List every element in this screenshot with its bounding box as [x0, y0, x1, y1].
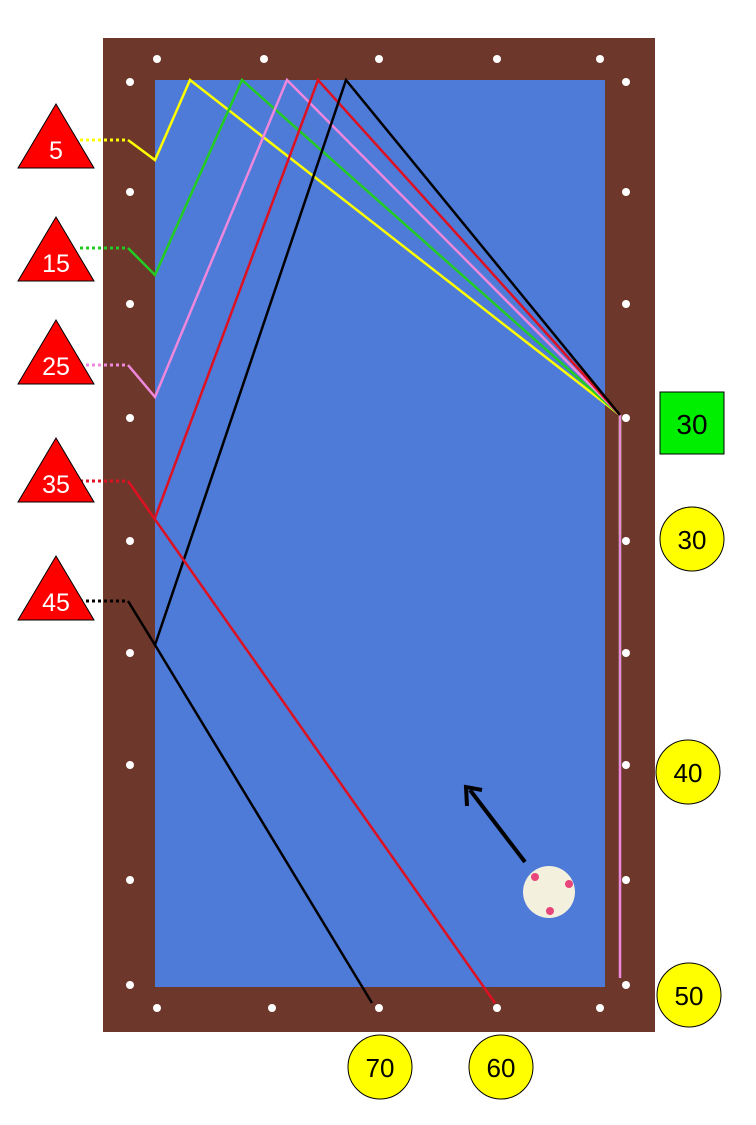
bottom-circle-marker: 60: [468, 1034, 534, 1100]
rail-diamond: [493, 1004, 501, 1012]
path-red: [153, 77, 621, 519]
left-marker-25: 25: [17, 319, 95, 385]
rail-diamond: [260, 55, 268, 63]
rail-diamond: [622, 414, 630, 422]
cue-ball-dot: [531, 873, 539, 881]
rail-diamond: [622, 537, 630, 545]
rail-diamond: [126, 649, 134, 657]
rail-diamond: [126, 414, 134, 422]
rail-diamond: [126, 981, 134, 989]
bottom-circle-marker: 70: [347, 1034, 413, 1100]
cue-ball-dot: [546, 907, 554, 915]
marker-connectors: [80, 138, 128, 603]
left-marker-45: 45: [17, 555, 95, 621]
left-marker-label: 45: [42, 589, 70, 617]
rail-diamond: [622, 78, 630, 86]
bottom-circle-label: 70: [366, 1053, 395, 1083]
rail-diamond: [622, 649, 630, 657]
left-marker-label: 35: [42, 471, 70, 499]
rail-diamond: [153, 1004, 161, 1012]
right-circle-label: 50: [675, 981, 704, 1011]
direction-arrowhead: [463, 784, 483, 807]
table-cloth: [155, 80, 605, 987]
cue-ball-dot: [565, 880, 573, 888]
right-square-marker: 30: [659, 391, 725, 455]
right-square-label: 30: [676, 409, 707, 440]
left-marker-label: 5: [49, 137, 63, 165]
right-circle-marker: 50: [656, 962, 722, 1028]
direction-arrow: [468, 788, 527, 864]
rail-diamond: [375, 1004, 383, 1012]
rail-diamond: [126, 876, 134, 884]
path-pink: [127, 77, 622, 978]
rail-diamond: [596, 55, 604, 63]
left-marker-15: 15: [17, 216, 95, 282]
path-black-return: [153, 644, 374, 1004]
rail-diamond: [126, 300, 134, 308]
path-red-return: [126, 480, 497, 1004]
left-marker-label: 25: [42, 353, 70, 381]
rail-diamond: [375, 55, 383, 63]
bottom-circle-label: 60: [487, 1053, 516, 1083]
rail-diamond: [596, 1004, 604, 1012]
rail-diamonds: [126, 55, 630, 1012]
right-circle-marker: 30: [659, 506, 725, 572]
rail-diamond: [493, 55, 501, 63]
rail-diamond: [622, 876, 630, 884]
right-circle-marker: 40: [655, 739, 721, 805]
path-black: [126, 77, 621, 648]
rail-diamond: [268, 1004, 276, 1012]
rail-diamond: [126, 761, 134, 769]
left-marker-35: 35: [17, 437, 95, 503]
rail-diamond: [622, 981, 630, 989]
rail-diamond: [126, 78, 134, 86]
rail-diamond: [126, 188, 134, 196]
rail-diamond: [622, 300, 630, 308]
right-circle-label: 30: [678, 525, 707, 555]
rail-diamond: [153, 55, 161, 63]
left-marker-5: 5: [17, 103, 95, 169]
rail-diamond: [622, 761, 630, 769]
rail-diamond: [622, 188, 630, 196]
right-circle-label: 40: [674, 758, 703, 788]
rail-diamond: [126, 537, 134, 545]
left-marker-label: 15: [42, 250, 70, 278]
